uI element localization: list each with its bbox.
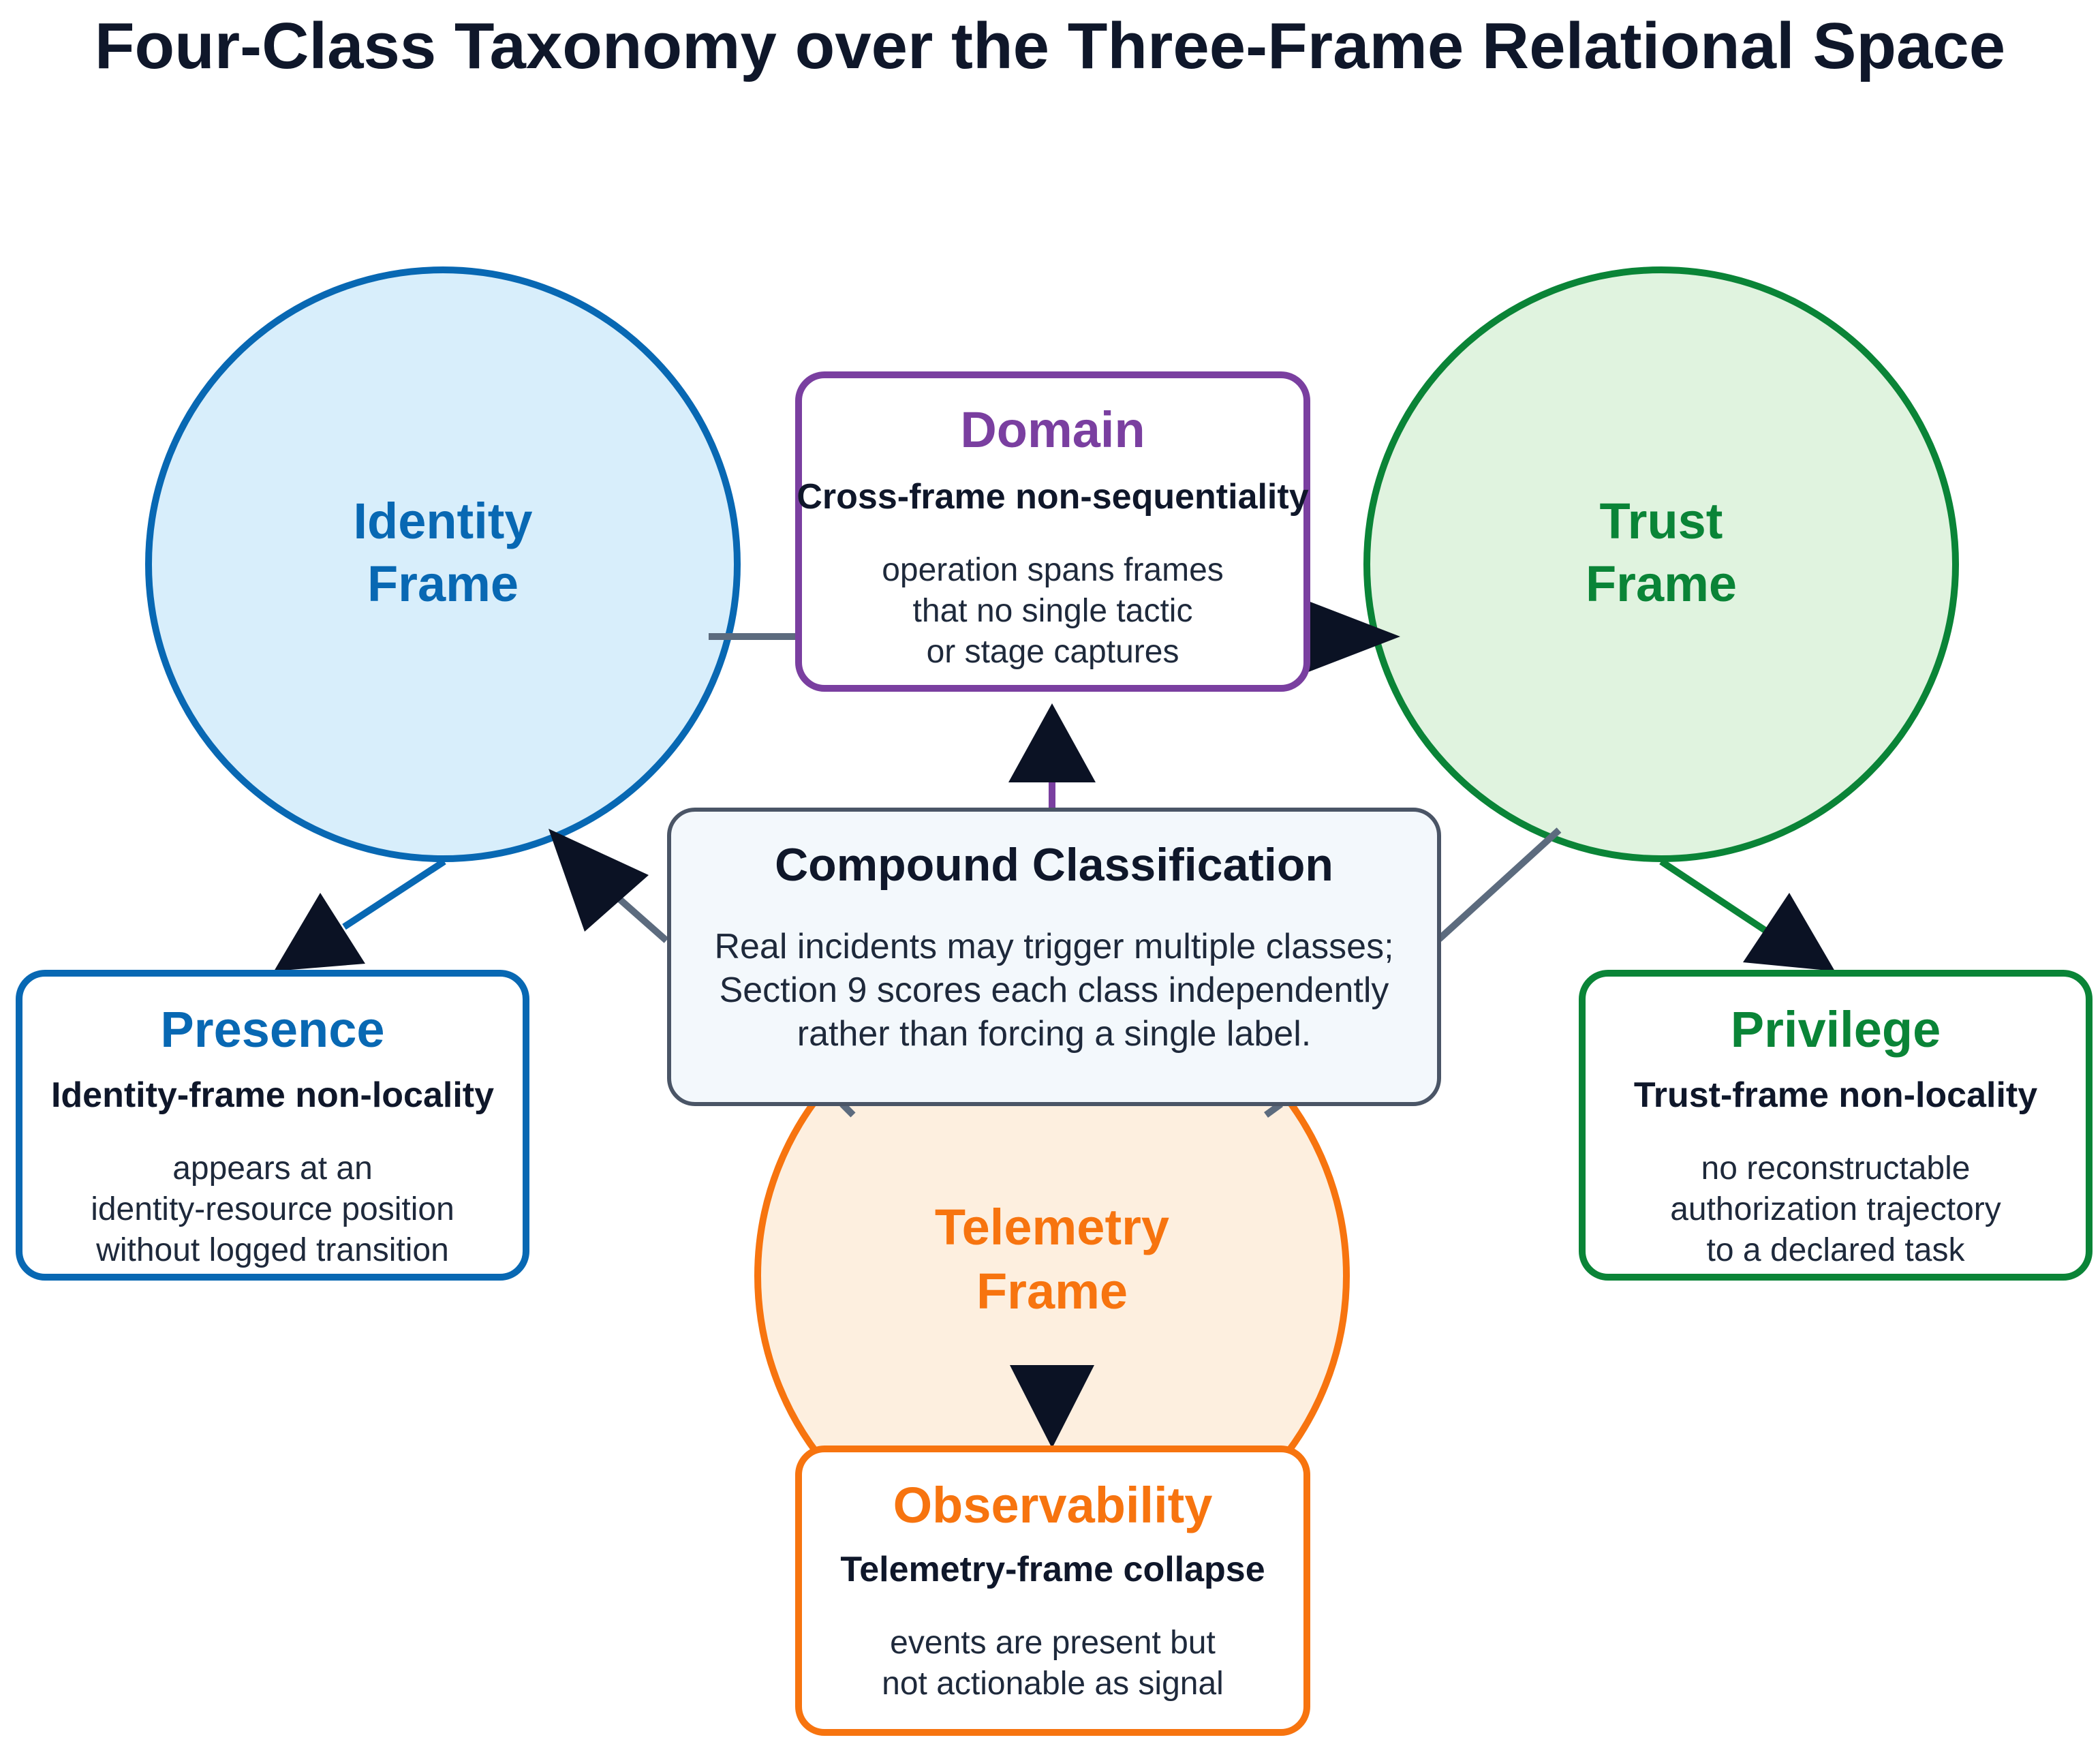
presence-desc-line: without logged transition bbox=[95, 1232, 449, 1268]
compound-desc-line: rather than forcing a single label. bbox=[797, 1014, 1311, 1054]
presence-box-frame bbox=[16, 970, 529, 1281]
compound-desc-line: Real incidents may trigger multiple clas… bbox=[714, 927, 1393, 966]
privilege-desc-line: to a declared task bbox=[1707, 1232, 1966, 1268]
privilege-class-box: Privilege Trust-frame non-locality no re… bbox=[1579, 970, 2093, 1281]
observability-title: Observability bbox=[893, 1477, 1213, 1533]
observability-desc-line: events are present but bbox=[890, 1625, 1216, 1661]
identity-frame-node: Identity Frame bbox=[145, 266, 741, 862]
diagram-title: Four-Class Taxonomy over the Three-Frame… bbox=[95, 10, 2005, 82]
telemetry-frame-node: Telemetry Frame bbox=[754, 978, 1350, 1574]
compound-title: Compound Classification bbox=[775, 839, 1333, 891]
trust-frame-circle bbox=[1363, 266, 1959, 862]
privilege-box-frame bbox=[1579, 970, 2093, 1281]
compound-to-trust-line bbox=[1436, 827, 1562, 942]
compound-to-domain-arrowhead bbox=[1008, 703, 1096, 782]
observability-subtitle: Telemetry-frame collapse bbox=[840, 1550, 1265, 1589]
privilege-desc-line: no reconstructable bbox=[1701, 1150, 1971, 1187]
domain-to-trust-arrowhead bbox=[1305, 600, 1400, 673]
presence-class-box: Presence Identity-frame non-locality app… bbox=[16, 970, 529, 1281]
presence-arrowhead bbox=[274, 893, 365, 971]
presence-subtitle: Identity-frame non-locality bbox=[51, 1075, 494, 1115]
compound-classification-box: Compound Classification Real incidents m… bbox=[667, 808, 1441, 1106]
telemetry-to-observability-arrowhead bbox=[1010, 1365, 1094, 1448]
compound-desc-line: Section 9 scores each class independentl… bbox=[720, 970, 1389, 1010]
compound-to-identity-arrowhead bbox=[549, 829, 649, 932]
domain-desc-line: operation spans frames bbox=[882, 552, 1224, 588]
trust-frame-node: Trust Frame bbox=[1363, 266, 1959, 862]
connectors bbox=[342, 633, 1770, 1118]
domain-title: Domain bbox=[960, 401, 1145, 458]
observability-class-box: Observability Telemetry-frame collapse e… bbox=[795, 1446, 1310, 1736]
identity-frame-label-line1: Identity bbox=[353, 493, 532, 549]
privilege-desc-line: authorization trajectory bbox=[1670, 1191, 2001, 1227]
observability-desc-line: not actionable as signal bbox=[882, 1666, 1224, 1702]
domain-class-box: Domain Cross-frame non-sequentiality ope… bbox=[795, 371, 1310, 692]
domain-subtitle: Cross-frame non-sequentiality bbox=[797, 477, 1308, 517]
presence-desc-line: identity-resource position bbox=[91, 1191, 454, 1227]
trust-frame-label-line2: Frame bbox=[1586, 555, 1737, 612]
presence-desc-line: appears at an bbox=[172, 1150, 373, 1187]
identity-frame-circle bbox=[145, 266, 741, 862]
trust-frame-label-line1: Trust bbox=[1600, 493, 1723, 549]
telemetry-frame-label-line1: Telemetry bbox=[935, 1199, 1169, 1255]
compound-to-identity-line bbox=[617, 897, 669, 943]
compound-box-frame bbox=[667, 808, 1441, 1106]
trust-to-privilege-line bbox=[1659, 858, 1770, 936]
domain-box-frame bbox=[795, 371, 1310, 692]
identity-to-presence-line bbox=[342, 858, 446, 930]
observability-box-frame bbox=[795, 1446, 1310, 1736]
presence-title: Presence bbox=[160, 1001, 384, 1058]
privilege-arrowhead bbox=[1743, 893, 1835, 971]
domain-desc-line: or stage captures bbox=[927, 634, 1179, 670]
domain-desc-line: that no single tactic bbox=[913, 593, 1193, 629]
privilege-title: Privilege bbox=[1731, 1001, 1941, 1058]
telemetry-frame-label-line2: Frame bbox=[976, 1263, 1128, 1319]
privilege-subtitle: Trust-frame non-locality bbox=[1634, 1075, 2037, 1115]
identity-frame-label-line2: Frame bbox=[367, 555, 519, 612]
arrowheads bbox=[274, 600, 1835, 1448]
